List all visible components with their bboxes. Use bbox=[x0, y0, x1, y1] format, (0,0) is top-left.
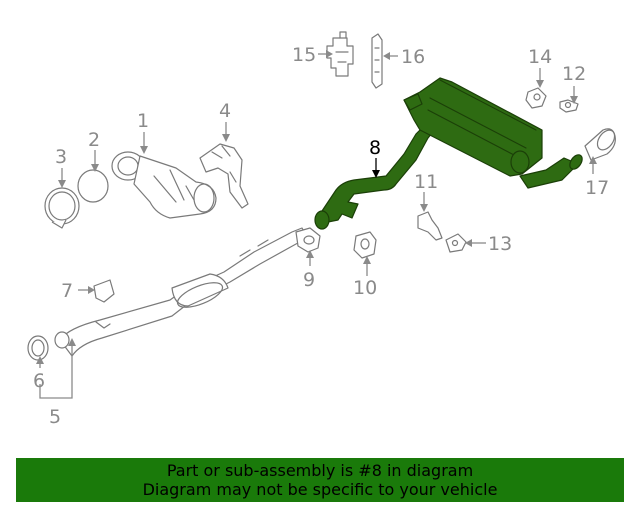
part-11[interactable] bbox=[417, 211, 443, 241]
part-3[interactable] bbox=[44, 187, 80, 229]
part-17[interactable] bbox=[584, 127, 618, 161]
callout-15[interactable]: 15 bbox=[292, 44, 316, 66]
part-15[interactable] bbox=[326, 31, 354, 77]
part-4[interactable] bbox=[199, 143, 249, 209]
part-16[interactable] bbox=[371, 33, 383, 89]
part-6[interactable] bbox=[27, 335, 49, 361]
callout-9[interactable]: 9 bbox=[303, 269, 315, 291]
callout-12[interactable]: 12 bbox=[562, 63, 586, 85]
callout-16[interactable]: 16 bbox=[401, 46, 425, 68]
part-1[interactable] bbox=[111, 151, 217, 219]
callout-10[interactable]: 10 bbox=[353, 277, 377, 299]
callout-8[interactable]: 8 bbox=[369, 137, 381, 159]
callout-11[interactable]: 11 bbox=[414, 171, 438, 193]
exhaust-system-diagram: 1 2 3 4 5 6 7 8 9 10 11 12 13 14 15 16 1… bbox=[27, 31, 618, 428]
part-12[interactable] bbox=[559, 99, 579, 113]
callout-1[interactable]: 1 bbox=[137, 110, 149, 132]
part-13[interactable] bbox=[445, 233, 467, 253]
banner-line-1: Part or sub-assembly is #8 in diagram bbox=[166, 461, 474, 480]
callout-4[interactable]: 4 bbox=[219, 100, 231, 122]
part-8-highlighted[interactable] bbox=[314, 77, 585, 230]
callout-5[interactable]: 5 bbox=[49, 406, 61, 428]
callout-7[interactable]: 7 bbox=[61, 280, 73, 302]
part-10[interactable] bbox=[353, 231, 377, 259]
banner-line-2: Diagram may not be specific to your vehi… bbox=[142, 480, 498, 499]
leader-lines bbox=[36, 50, 597, 399]
callout-13[interactable]: 13 bbox=[488, 233, 512, 255]
part-7[interactable] bbox=[93, 279, 115, 303]
callout-14[interactable]: 14 bbox=[528, 46, 552, 68]
callout-6[interactable]: 6 bbox=[33, 370, 45, 392]
callout-2[interactable]: 2 bbox=[88, 129, 100, 151]
part-2[interactable] bbox=[77, 169, 109, 203]
callout-3[interactable]: 3 bbox=[55, 146, 67, 168]
callout-17[interactable]: 17 bbox=[585, 177, 609, 199]
part-5[interactable] bbox=[54, 227, 309, 357]
info-banner: Part or sub-assembly is #8 in diagram Di… bbox=[16, 458, 624, 502]
part-14[interactable] bbox=[525, 87, 547, 109]
part-9[interactable] bbox=[295, 227, 321, 253]
